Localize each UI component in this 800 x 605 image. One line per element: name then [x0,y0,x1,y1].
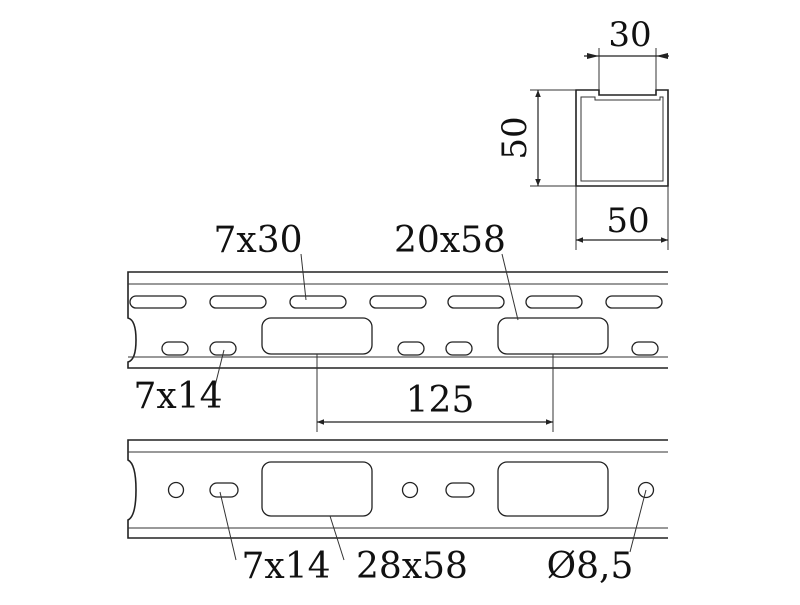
label-28x58: 28x58 [356,546,468,587]
slot-7x30 [447,295,505,309]
label-7x14: 7x14 [133,376,222,417]
slot-7x14 [161,341,189,356]
leader-line [501,253,519,321]
slot-7x14 [397,341,425,356]
leader-line [214,349,225,387]
rail-top-outline [127,271,668,369]
profile-outline-inner [580,96,664,182]
slot-7x14 [445,341,473,356]
slot-7x30 [209,295,267,309]
profile-section: 30 50 50 [495,15,669,250]
slot-7x30 [289,295,347,309]
label-diameter-8-5: Ø8,5 [547,546,634,587]
leader-line [300,253,307,301]
cutout-20x58 [497,317,609,355]
label-7x14-bottom: 7x14 [241,546,330,587]
slot-7x14 [209,482,239,498]
rail-bottom: 7x14 28x58 Ø8,5 [127,439,668,587]
rail-top: 7x30 20x58 7x14 125 [127,220,668,432]
profile-outline-outer [575,89,669,187]
slot-7x30 [605,295,663,309]
label-7x30: 7x30 [213,220,302,261]
slot-7x30 [525,295,583,309]
leader-line [219,491,237,561]
label-20x58: 20x58 [394,220,506,261]
profile-top-width-label: 30 [608,15,651,55]
rail-bottom-outline [127,439,668,539]
slot-7x30 [369,295,427,309]
profile-height-label: 50 [495,116,535,159]
slot-7x30 [129,295,187,309]
label-125: 125 [406,380,475,421]
cutout-20x58 [261,317,373,355]
round-hole [167,481,185,499]
cutout-28x58 [261,461,373,517]
profile-bottom-width-label: 50 [606,201,649,241]
leader-line [629,489,647,553]
cutout-28x58 [497,461,609,517]
round-hole [401,481,419,499]
slot-7x14 [445,482,475,498]
leader-line [329,515,345,561]
slot-7x14 [631,341,659,356]
